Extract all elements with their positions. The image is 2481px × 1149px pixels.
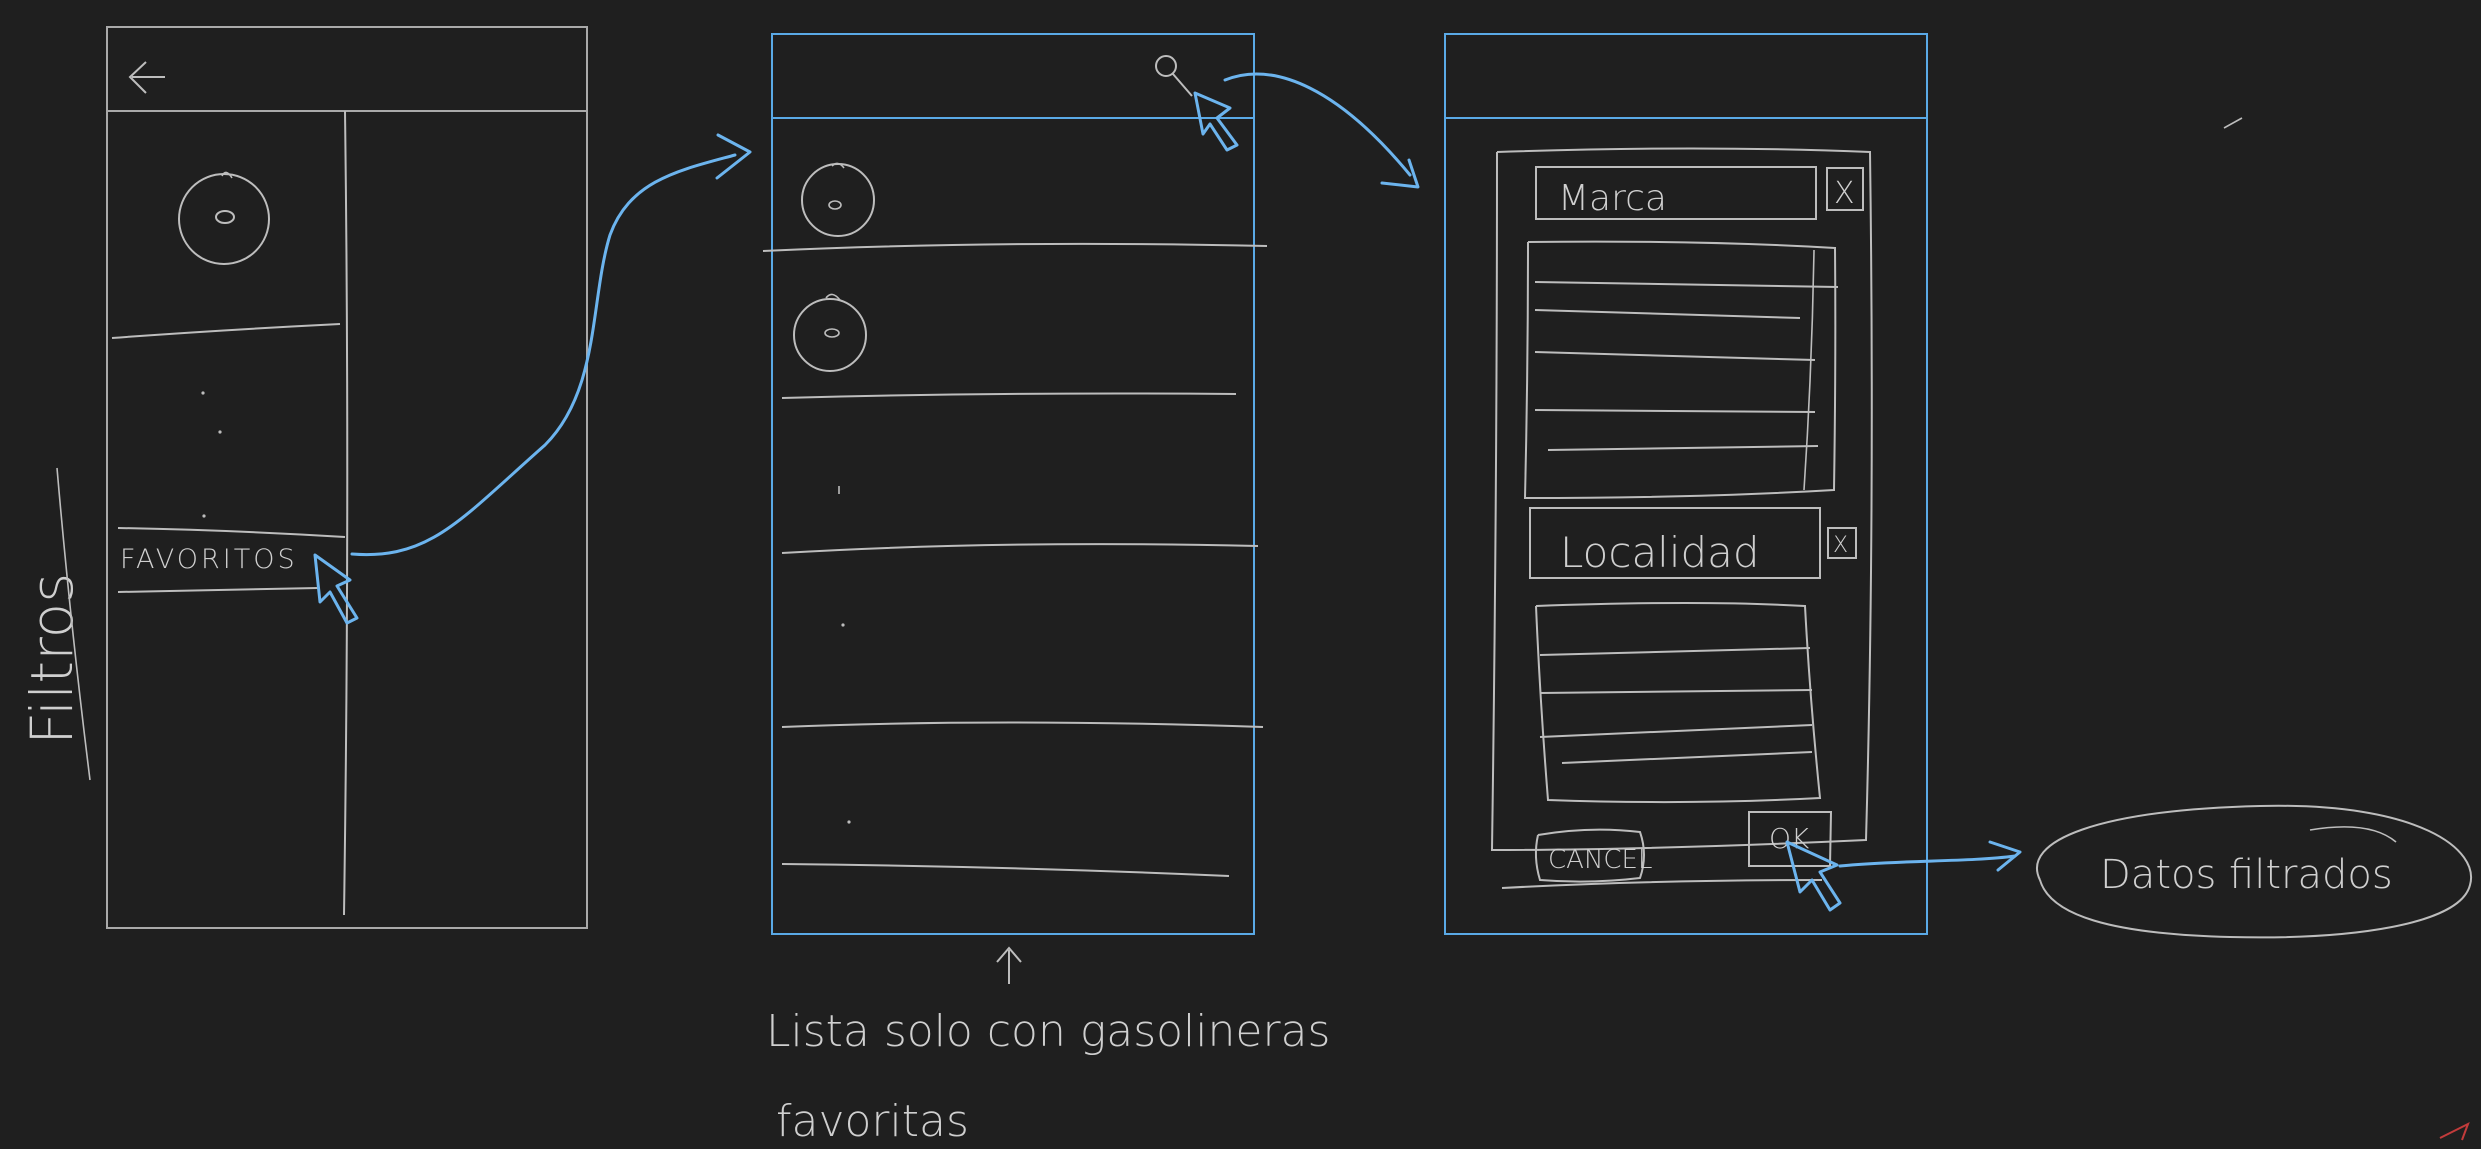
list-item[interactable] [1547, 445, 1819, 451]
drawer-edge-line [343, 110, 349, 916]
drawer-screen: FAVORITOS [106, 26, 588, 929]
side-label: Filtros [18, 467, 91, 781]
close-icon[interactable]: X [1827, 527, 1857, 559]
brand-field-label: Marca [1558, 178, 1667, 219]
drawer-dot [202, 514, 206, 518]
result-bubble-outline [2036, 804, 2473, 939]
brand-options-list[interactable] [1523, 240, 1839, 500]
flow-arrow-list-to-filter [1223, 72, 1420, 189]
list-row-divider [762, 242, 1268, 252]
drawer-item-bottom-line [117, 587, 319, 593]
list-screen-frame [771, 33, 1255, 935]
list-item[interactable] [1539, 724, 1813, 738]
list-item[interactable] [801, 162, 875, 237]
drawer-item-top-line [117, 527, 346, 538]
side-label-text: Filtros [18, 573, 86, 745]
list-annotation: Lista solo con gasolineras favoritas [766, 946, 1330, 1147]
result-bubble-tail [2309, 826, 2397, 843]
filter-dialog-outline [1490, 147, 1873, 852]
list-item[interactable] [1539, 647, 1811, 656]
list-item[interactable] [1539, 689, 1813, 694]
side-label-underline [56, 467, 91, 781]
list-item[interactable] [1561, 751, 1813, 764]
cursor-icon [1785, 840, 1842, 912]
list-item[interactable] [1534, 281, 1839, 288]
list-item[interactable] [1534, 409, 1816, 413]
list-note-line2: favoritas [776, 1096, 969, 1147]
cancel-button[interactable]: CANCEL [1534, 828, 1653, 883]
location-options-list[interactable] [1535, 602, 1822, 804]
dialog-bottom-line [1501, 879, 1823, 889]
list-note-line1: Lista solo con gasolineras [766, 1006, 1330, 1057]
cursor-icon [313, 553, 359, 625]
filter-screen: Marca X Localidad X [1444, 33, 1928, 935]
list-row-divider [781, 543, 1259, 554]
list-row-divider [781, 863, 1230, 877]
close-icon[interactable]: X [1826, 167, 1864, 211]
avatar-icon [178, 171, 270, 265]
flow-arrow-drawer-to-list [350, 133, 752, 557]
scrollbar-track [1803, 249, 1815, 491]
brand-field[interactable]: Marca [1535, 166, 1817, 220]
flow-arrow-ok-to-result [1838, 840, 2022, 872]
result-bubble: Datos filtrados [2036, 804, 2473, 939]
drawer-dot [201, 391, 205, 395]
close-symbol: X [1833, 533, 1848, 558]
close-symbol: X [1834, 176, 1855, 211]
list-item[interactable] [1534, 309, 1801, 319]
back-arrow-icon[interactable] [128, 61, 165, 94]
list-row-divider [781, 392, 1237, 399]
location-field[interactable]: Localidad [1529, 507, 1821, 579]
stray-red-mark [2439, 1121, 2470, 1141]
drawer-header-divider [111, 323, 341, 339]
list-dot [847, 820, 851, 824]
list-row-divider [781, 721, 1264, 728]
drawer-screen-frame [106, 26, 588, 929]
location-field-label: Localidad [1560, 528, 1760, 577]
filter-key-icon[interactable] [1155, 55, 1193, 97]
list-dot [841, 623, 845, 627]
stray-mark [2223, 117, 2243, 129]
drawer-dot [218, 430, 222, 434]
list-screen [762, 33, 1268, 935]
up-arrow-icon [996, 946, 1022, 984]
cursor-icon [1193, 91, 1239, 152]
cancel-button-label: CANCEL [1548, 845, 1652, 875]
list-item[interactable] [793, 293, 867, 372]
list-item[interactable] [1534, 351, 1816, 361]
result-bubble-text: Datos filtrados [2100, 852, 2393, 898]
favorites-label: FAVORITOS [120, 544, 298, 575]
filter-screen-frame [1444, 33, 1928, 935]
favorites-menu-item[interactable]: FAVORITOS [120, 544, 298, 575]
